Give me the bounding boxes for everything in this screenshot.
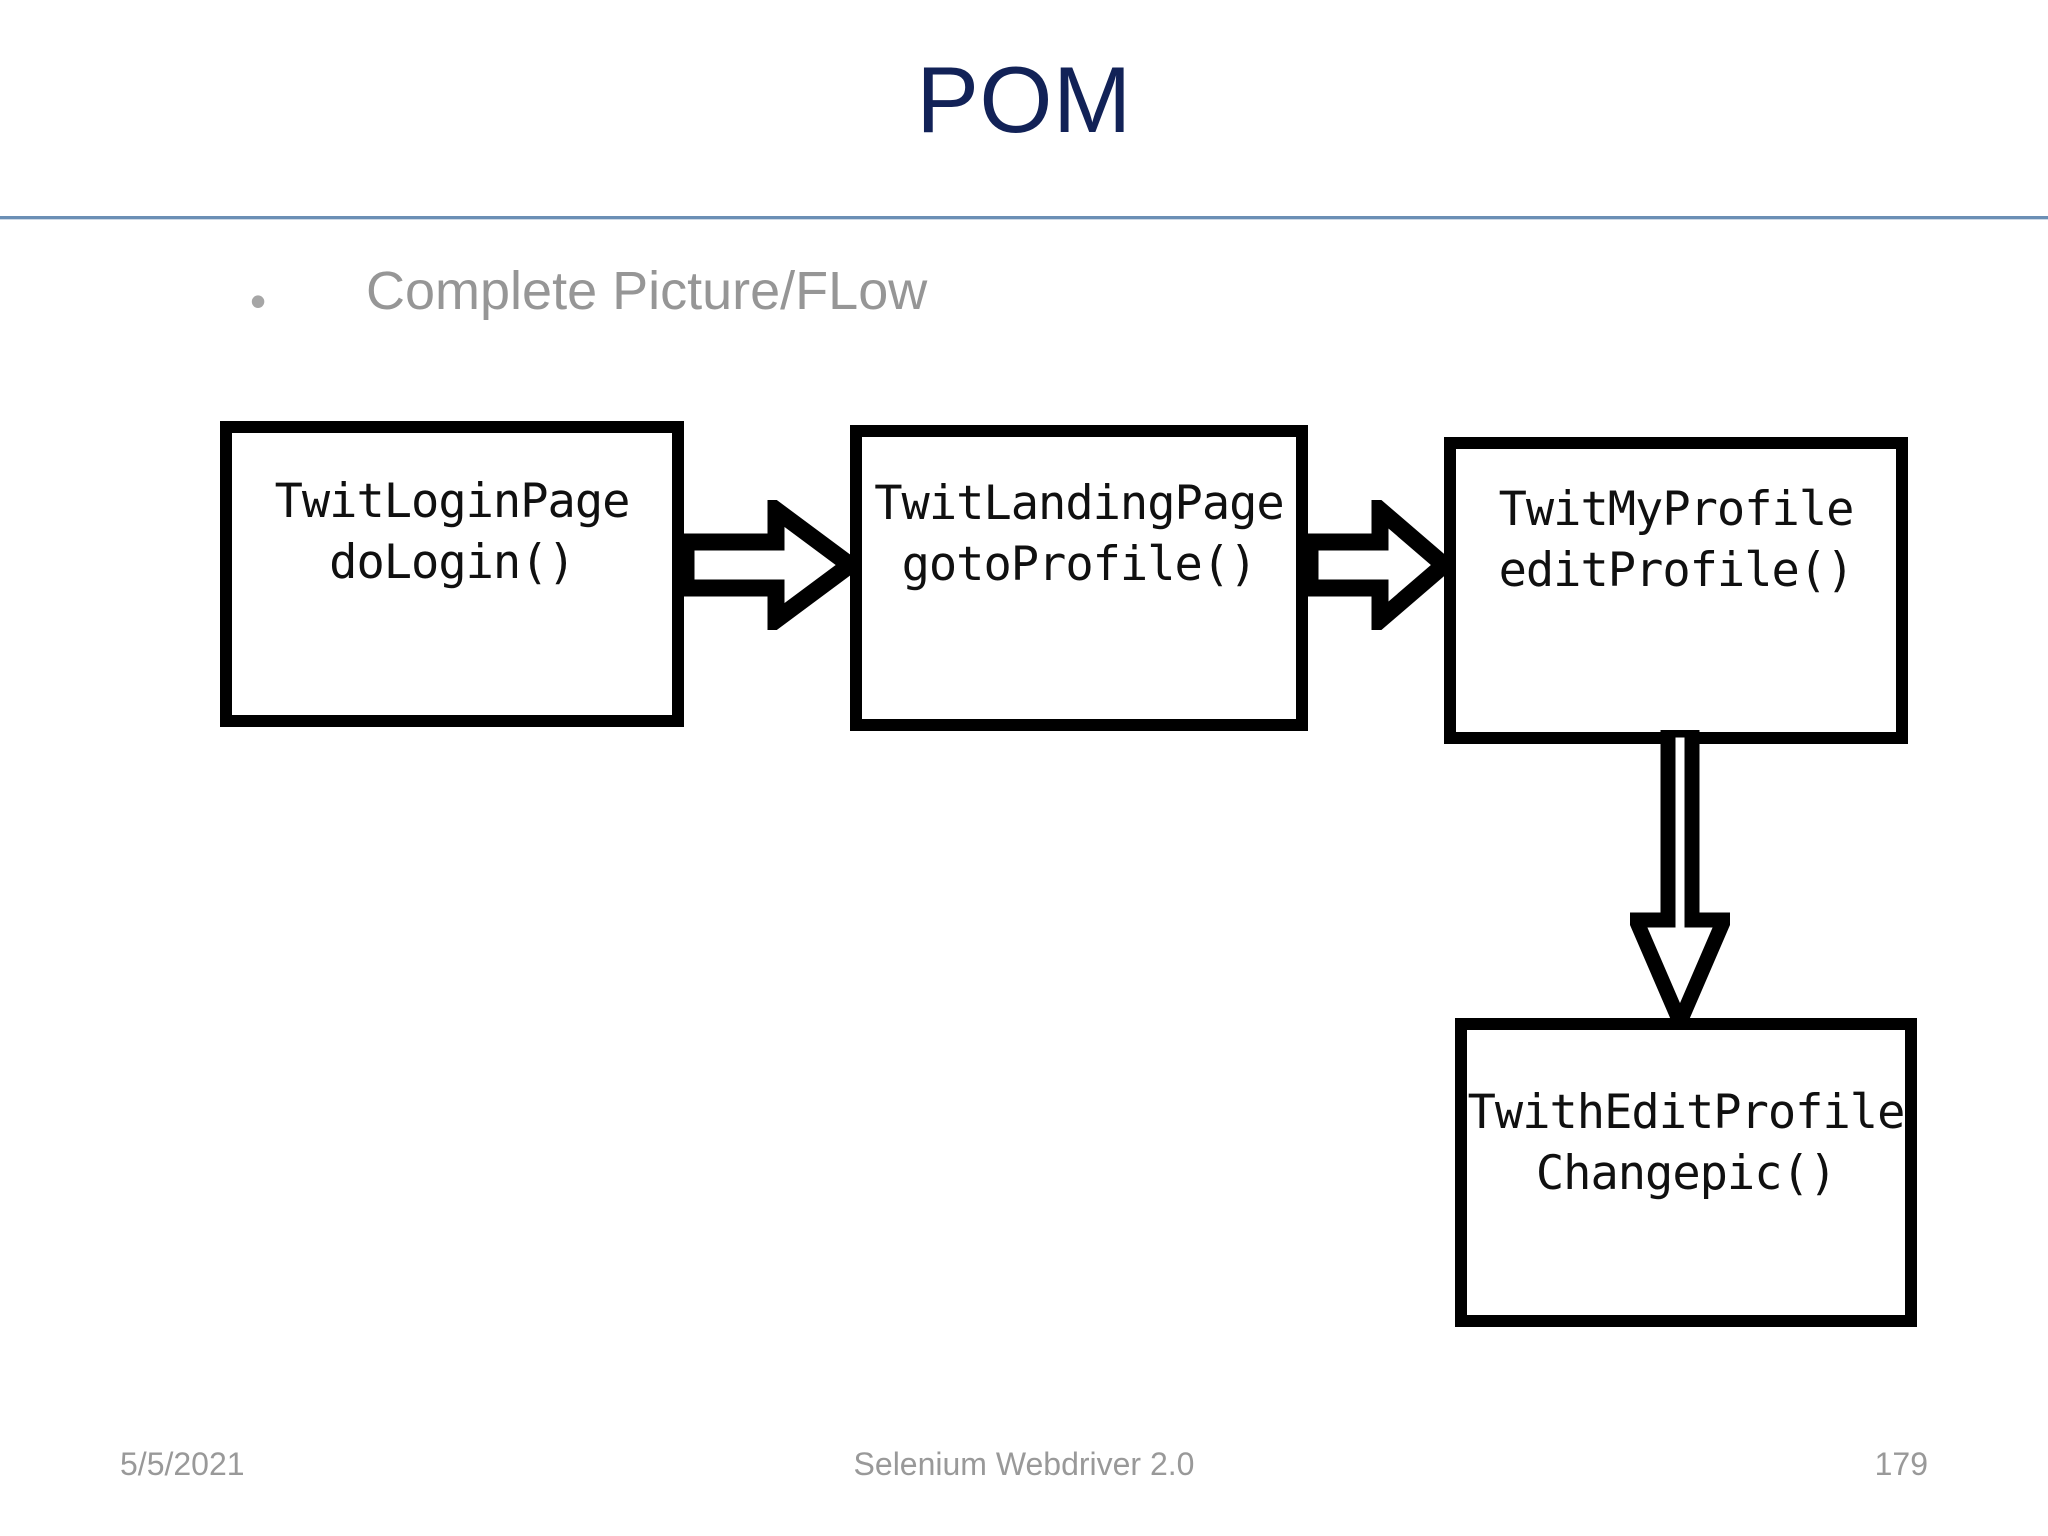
arrow-right-icon-login-to-landing	[682, 500, 854, 630]
footer-deck-title: Selenium Webdriver 2.0	[853, 1446, 1195, 1482]
title-divider	[0, 216, 2048, 220]
flow-node-text: TwitLandingPage gotoProfile()	[862, 473, 1296, 595]
flow-node-line1: TwitLandingPage	[874, 476, 1284, 531]
flow-node-line2: gotoProfile()	[901, 537, 1258, 593]
flow-node-line2: doLogin()	[329, 535, 576, 591]
flow-node-twit-landing-page: TwitLandingPage gotoProfile()	[850, 425, 1308, 731]
footer-date: 5/5/2021	[120, 1446, 245, 1482]
flow-node-line1: TwithEditProfile	[1467, 1085, 1906, 1140]
flow-node-twit-my-profile: TwitMyProfile editProfile()	[1444, 437, 1908, 744]
bullet-list-item: • Complete Picture/FLow	[250, 258, 1750, 328]
flow-node-text: TwitLoginPage doLogin()	[232, 471, 672, 593]
arrow-down-icon-myprofile-to-editprofile	[1630, 730, 1730, 1025]
flow-node-line1: TwitMyProfile	[1498, 482, 1855, 537]
footer-page-number: 179	[1874, 1446, 1928, 1482]
flow-node-twit-login-page: TwitLoginPage doLogin()	[220, 421, 684, 727]
page-title: POM	[916, 47, 1132, 152]
flow-node-text: TwitMyProfile editProfile()	[1456, 479, 1896, 601]
flow-node-twith-edit-profile: TwithEditProfile Changepic()	[1455, 1018, 1917, 1327]
flow-node-line2: editProfile()	[1498, 543, 1855, 599]
arrow-right-icon-landing-to-myprofile	[1306, 500, 1448, 630]
flow-node-line1: TwitLoginPage	[274, 474, 631, 529]
flow-node-line2: Changepic()	[1535, 1146, 1837, 1202]
bullet-item-label: Complete Picture/FLow	[366, 261, 928, 321]
flow-node-text: TwithEditProfile Changepic()	[1467, 1082, 1906, 1204]
bullet-marker-icon: •	[250, 275, 267, 327]
